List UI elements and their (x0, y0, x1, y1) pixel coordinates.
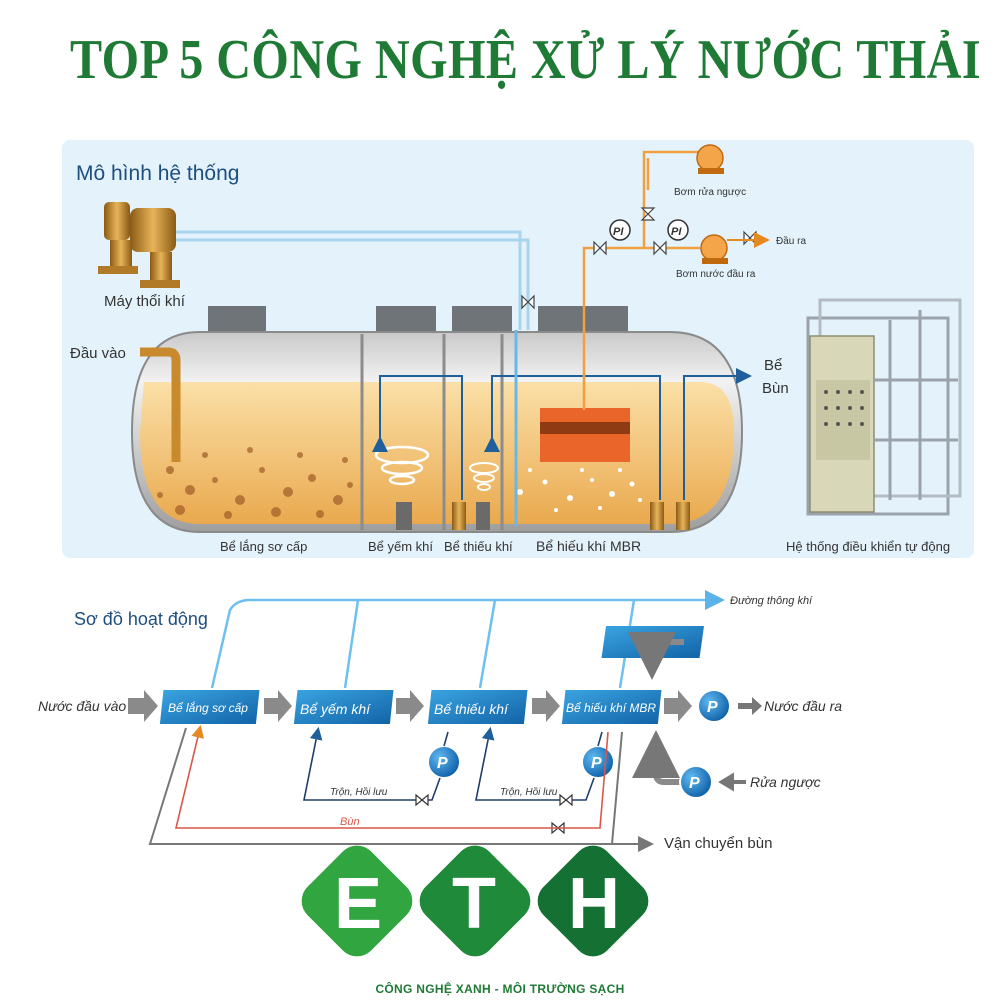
model-heading: Mô hình hệ thống (76, 162, 239, 185)
mix-label-1: Trộn, Hồi lưu (330, 786, 388, 798)
output-arrow (738, 697, 762, 715)
backwash-arrow (718, 772, 746, 792)
flow-box-anaerobic-label: Bể yếm khí (300, 701, 372, 717)
svg-text:P: P (591, 755, 602, 772)
tank-label-anaerobic: Bể yếm khí (368, 539, 433, 554)
recirculation-lines (372, 368, 752, 500)
logo-slogan: CÔNG NGHỆ XANH - MÔI TRƯỜNG SẠCH (375, 982, 625, 996)
tank-label-primary: Bể lắng sơ cấp (220, 539, 307, 554)
eth-logo: E T H (301, 845, 649, 957)
outlet-label: Đầu ra (776, 235, 806, 247)
air-pipe (176, 230, 530, 330)
flow-blower-label: Máy thổi khí (706, 635, 777, 650)
backwash-pump-label: Bơm rửa ngược (674, 186, 746, 198)
submersible-pumps (396, 502, 690, 530)
sludge-line (174, 724, 609, 829)
recirc-lines (303, 726, 603, 801)
flow-box-anoxic (427, 690, 528, 724)
logo-letter-h: H (568, 864, 620, 944)
air-line-label: Đường thông khí (730, 595, 813, 607)
outlet-pump-icon (700, 234, 728, 264)
logo-letter-e: E (334, 864, 382, 944)
inlet-pipe (140, 347, 181, 462)
svg-text:PI: PI (671, 226, 682, 238)
valves (521, 207, 757, 310)
anoxic-mixer-icon (469, 462, 499, 491)
air-blower-icon (98, 202, 180, 288)
backwash-pump-icon-flow: P (679, 765, 713, 799)
control-label: Hệ thống điều khiển tự động (786, 539, 950, 554)
outlet-pump-label: Bơm nước đầu ra (676, 268, 756, 280)
logo-letter-t: T (452, 864, 496, 944)
output-label: Nước đầu ra (764, 698, 842, 714)
flow-box-mbr (561, 690, 662, 724)
svg-text:P: P (437, 755, 448, 772)
flow-box-primary (159, 690, 260, 724)
recirc-pump-1: P (427, 745, 461, 779)
flow-heading: Sơ đồ hoạt động (74, 609, 208, 629)
flow-arrows (128, 690, 692, 722)
svg-text:PI: PI (613, 226, 624, 238)
inlet-label: Đầu vào (70, 345, 126, 362)
svg-text:P: P (689, 775, 700, 792)
anaerobic-mixer-icon (374, 445, 430, 486)
tank-body (130, 306, 744, 533)
backwash-pump-icon (696, 144, 724, 174)
recirc-pump-2: P (581, 745, 615, 779)
pressure-gauges: PI PI (609, 219, 689, 241)
flow-box-primary-label: Bể lắng sơ cấp (168, 700, 248, 715)
tank-label-anoxic: Bể thiếu khí (444, 539, 513, 554)
svg-text:P: P (707, 699, 718, 716)
sludge-tank-label-1: Bể (764, 357, 782, 374)
blower-down-arrow (628, 632, 684, 680)
tank-label-mbr: Bể hiếu khí MBR (536, 538, 641, 554)
mbr-membrane-icon (540, 408, 630, 462)
sludge-transport-label: Vận chuyển bùn (664, 835, 772, 852)
input-label: Nước đầu vào (38, 698, 126, 714)
flow-box-anaerobic (293, 690, 394, 724)
page-title: TOP 5 CÔNG NGHỆ XỬ LÝ NƯỚC THẢI (70, 29, 982, 91)
flow-box-anoxic-label: Bể thiếu khí (434, 701, 510, 717)
sludge-transport-branch (611, 731, 623, 845)
control-cabinet-icon (806, 298, 962, 516)
backwash-up-arrow (632, 730, 680, 785)
backwash-label: Rửa ngược (750, 774, 821, 790)
sludge-particles (157, 447, 353, 519)
air-bubbles (517, 468, 642, 512)
flow-box-mbr-label: Bể hiếu khí MBR (566, 701, 656, 715)
sludge-transport-line (148, 727, 654, 852)
sludge-label: Bùn (340, 816, 360, 828)
mix-label-2: Trộn, Hồi lưu (500, 786, 558, 798)
output-pump-icon: P (697, 689, 731, 723)
blower-label: Máy thổi khí (104, 293, 186, 310)
sludge-tank-label-2: Bùn (762, 380, 789, 397)
